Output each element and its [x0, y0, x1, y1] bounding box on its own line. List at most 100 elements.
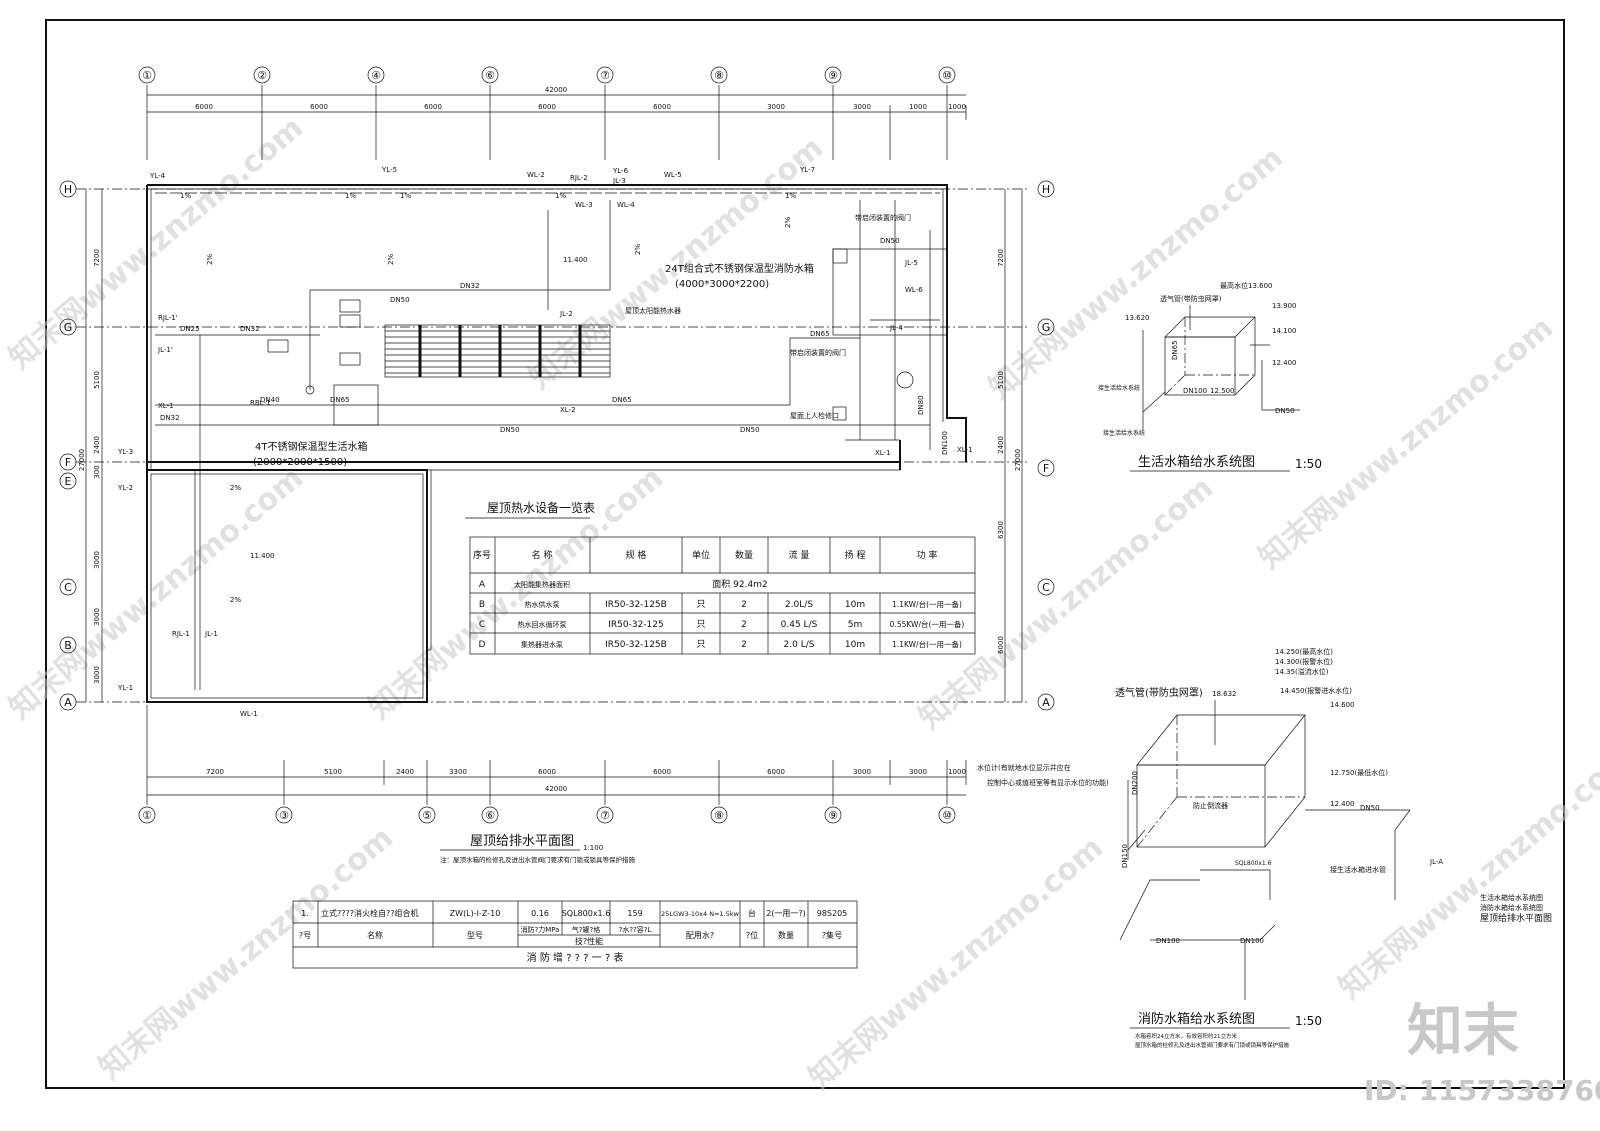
fire-tank-system: 透气管(带防虫网罩) 18.632 14.250(最高水位) 14.300(报警…: [977, 647, 1443, 1049]
svg-text:技?性能: 技?性能: [575, 936, 603, 946]
watermark-text: 知末网www.znzmo.com: [3, 110, 310, 376]
svg-text:③: ③: [279, 809, 289, 822]
id-label: ID: 1157338760: [1364, 1074, 1600, 1107]
axis-bubble: ⑦: [596, 66, 614, 84]
svg-text:单位: 单位: [692, 549, 710, 561]
svg-text:H: H: [64, 183, 72, 196]
svg-text:流 量: 流 量: [789, 549, 810, 561]
svg-text:11.400: 11.400: [250, 552, 275, 560]
svg-text:⑩: ⑩: [942, 809, 952, 822]
svg-text:?水??容?L: ?水??容?L: [619, 925, 652, 934]
svg-text:JL-3: JL-3: [612, 177, 626, 185]
svg-text:DN65: DN65: [612, 396, 632, 404]
svg-text:DN32: DN32: [460, 282, 480, 290]
svg-text:?集号: ?集号: [822, 930, 842, 940]
svg-text:防止倒流器: 防止倒流器: [1193, 801, 1228, 810]
svg-text:2(一用一?): 2(一用一?): [766, 909, 806, 918]
svg-text:台: 台: [748, 908, 756, 918]
svg-text:(4000*3000*2200): (4000*3000*2200): [675, 279, 769, 290]
svg-text:JL-2: JL-2: [559, 310, 573, 318]
svg-text:2%: 2%: [230, 484, 241, 492]
svg-text:3300: 3300: [449, 768, 467, 776]
axis-bubble: H: [1037, 180, 1055, 198]
svg-text:IR50-32-125: IR50-32-125: [608, 620, 664, 630]
svg-text:YL-6: YL-6: [612, 167, 629, 175]
svg-text:0.45 L/S: 0.45 L/S: [781, 620, 818, 630]
svg-text:配用水?: 配用水?: [686, 930, 714, 940]
svg-text:3000: 3000: [853, 768, 871, 776]
svg-text:只: 只: [696, 600, 705, 610]
svg-text:最高水位13.600: 最高水位13.600: [1220, 281, 1273, 290]
svg-text:⑧: ⑧: [714, 809, 724, 822]
axis-bubble: ⑧: [710, 66, 728, 84]
axis-bubble: ③: [275, 806, 293, 824]
svg-text:DN40: DN40: [260, 396, 280, 404]
svg-text:数量: 数量: [735, 549, 753, 561]
svg-text:生活水箱给水系统图: 生活水箱给水系统图: [1480, 893, 1543, 902]
pump-set: [267, 299, 914, 421]
svg-text:YL-2: YL-2: [117, 484, 133, 492]
svg-text:2%: 2%: [784, 217, 792, 228]
svg-text:⑤: ⑤: [422, 809, 432, 822]
svg-text:12.400: 12.400: [1330, 800, 1355, 808]
axis-bubble: F: [1037, 459, 1055, 477]
svg-text:DN65: DN65: [1171, 340, 1179, 360]
svg-text:5100: 5100: [997, 371, 1005, 389]
svg-text:C: C: [479, 620, 485, 630]
svg-text:2.0L/S: 2.0L/S: [785, 600, 813, 610]
fire-water-tank: [832, 248, 948, 336]
svg-text:3000: 3000: [767, 103, 785, 111]
svg-text:C: C: [1042, 581, 1050, 594]
svg-text:接生活给水系统: 接生活给水系统: [1098, 384, 1140, 392]
svg-text:气?罐?格: 气?罐?格: [572, 925, 600, 934]
svg-text:1%: 1%: [345, 192, 356, 200]
svg-text:1%: 1%: [555, 192, 566, 200]
svg-text:XL-1: XL-1: [875, 449, 891, 457]
svg-text:1:50: 1:50: [1295, 1014, 1322, 1028]
svg-text:IR50-32-125B: IR50-32-125B: [605, 640, 667, 650]
svg-text:DN100: DN100: [941, 431, 949, 455]
svg-text:WL-5: WL-5: [664, 171, 682, 179]
svg-text:3000: 3000: [853, 103, 871, 111]
svg-text:3000: 3000: [93, 551, 101, 569]
svg-text:屋面上人检修口: 屋面上人检修口: [790, 411, 839, 420]
svg-text:6000: 6000: [195, 103, 213, 111]
svg-text:5m: 5m: [848, 620, 863, 630]
svg-text:RJL-2: RJL-2: [570, 174, 588, 182]
svg-text:3000: 3000: [93, 666, 101, 684]
watermark-text: 知末网www.znzmo.com: [93, 820, 400, 1086]
svg-text:只: 只: [696, 620, 705, 630]
svg-text:6300: 6300: [997, 521, 1005, 539]
fire-equipment-table: 1. 立式????消火栓自??组合机 ZW(L)-I-Z-10 0.16 SQL…: [292, 900, 858, 969]
svg-text:5100: 5100: [324, 768, 342, 776]
svg-text:7200: 7200: [206, 768, 224, 776]
dimension-bottom: 42000 7200 5100 2400 3300 6000 6000 6000…: [146, 705, 967, 805]
brand-mark: 知末 ID: 1157338760: [1364, 999, 1600, 1107]
axis-bubble: ⑥: [481, 66, 499, 84]
svg-text:热水供水泵: 热水供水泵: [525, 600, 560, 609]
svg-text:13.620: 13.620: [1125, 314, 1150, 322]
axis-bubble: ①: [138, 806, 156, 824]
svg-text:14.450(报警进水水位): 14.450(报警进水水位): [1280, 686, 1352, 695]
svg-text:1:100: 1:100: [583, 844, 603, 852]
svg-text:DN32: DN32: [160, 414, 180, 422]
axis-bubble: ①: [138, 66, 156, 84]
svg-text:A: A: [479, 580, 486, 590]
svg-text:功 率: 功 率: [917, 549, 938, 561]
axis-bubble: G: [1037, 318, 1055, 336]
axis-bubble: ⑩: [938, 66, 956, 84]
svg-text:XL-1: XL-1: [158, 402, 174, 410]
svg-text:XL-2: XL-2: [560, 406, 576, 414]
svg-text:4T不锈钢保温型生活水箱: 4T不锈钢保温型生活水箱: [255, 440, 367, 453]
svg-text:13.900: 13.900: [1272, 302, 1297, 310]
svg-text:2%: 2%: [387, 254, 395, 265]
watermark-text: 知末网www.znzmo.com: [803, 830, 1110, 1096]
svg-text:2400: 2400: [93, 436, 101, 454]
watermark-text: 知末网www.znzmo.com: [3, 460, 310, 726]
svg-text:消防?力MPa: 消防?力MPa: [521, 925, 560, 934]
axis-bubbles-bottom: ① ③ ⑤ ⑥ ⑦ ⑧ ⑨ ⑩: [138, 806, 956, 824]
svg-text:DN50: DN50: [740, 426, 760, 434]
svg-text:?号: ?号: [299, 931, 311, 940]
svg-text:0.55KW/台(一用一备): 0.55KW/台(一用一备): [890, 619, 965, 629]
svg-text:生活水箱给水系统图: 生活水箱给水系统图: [1138, 454, 1255, 470]
